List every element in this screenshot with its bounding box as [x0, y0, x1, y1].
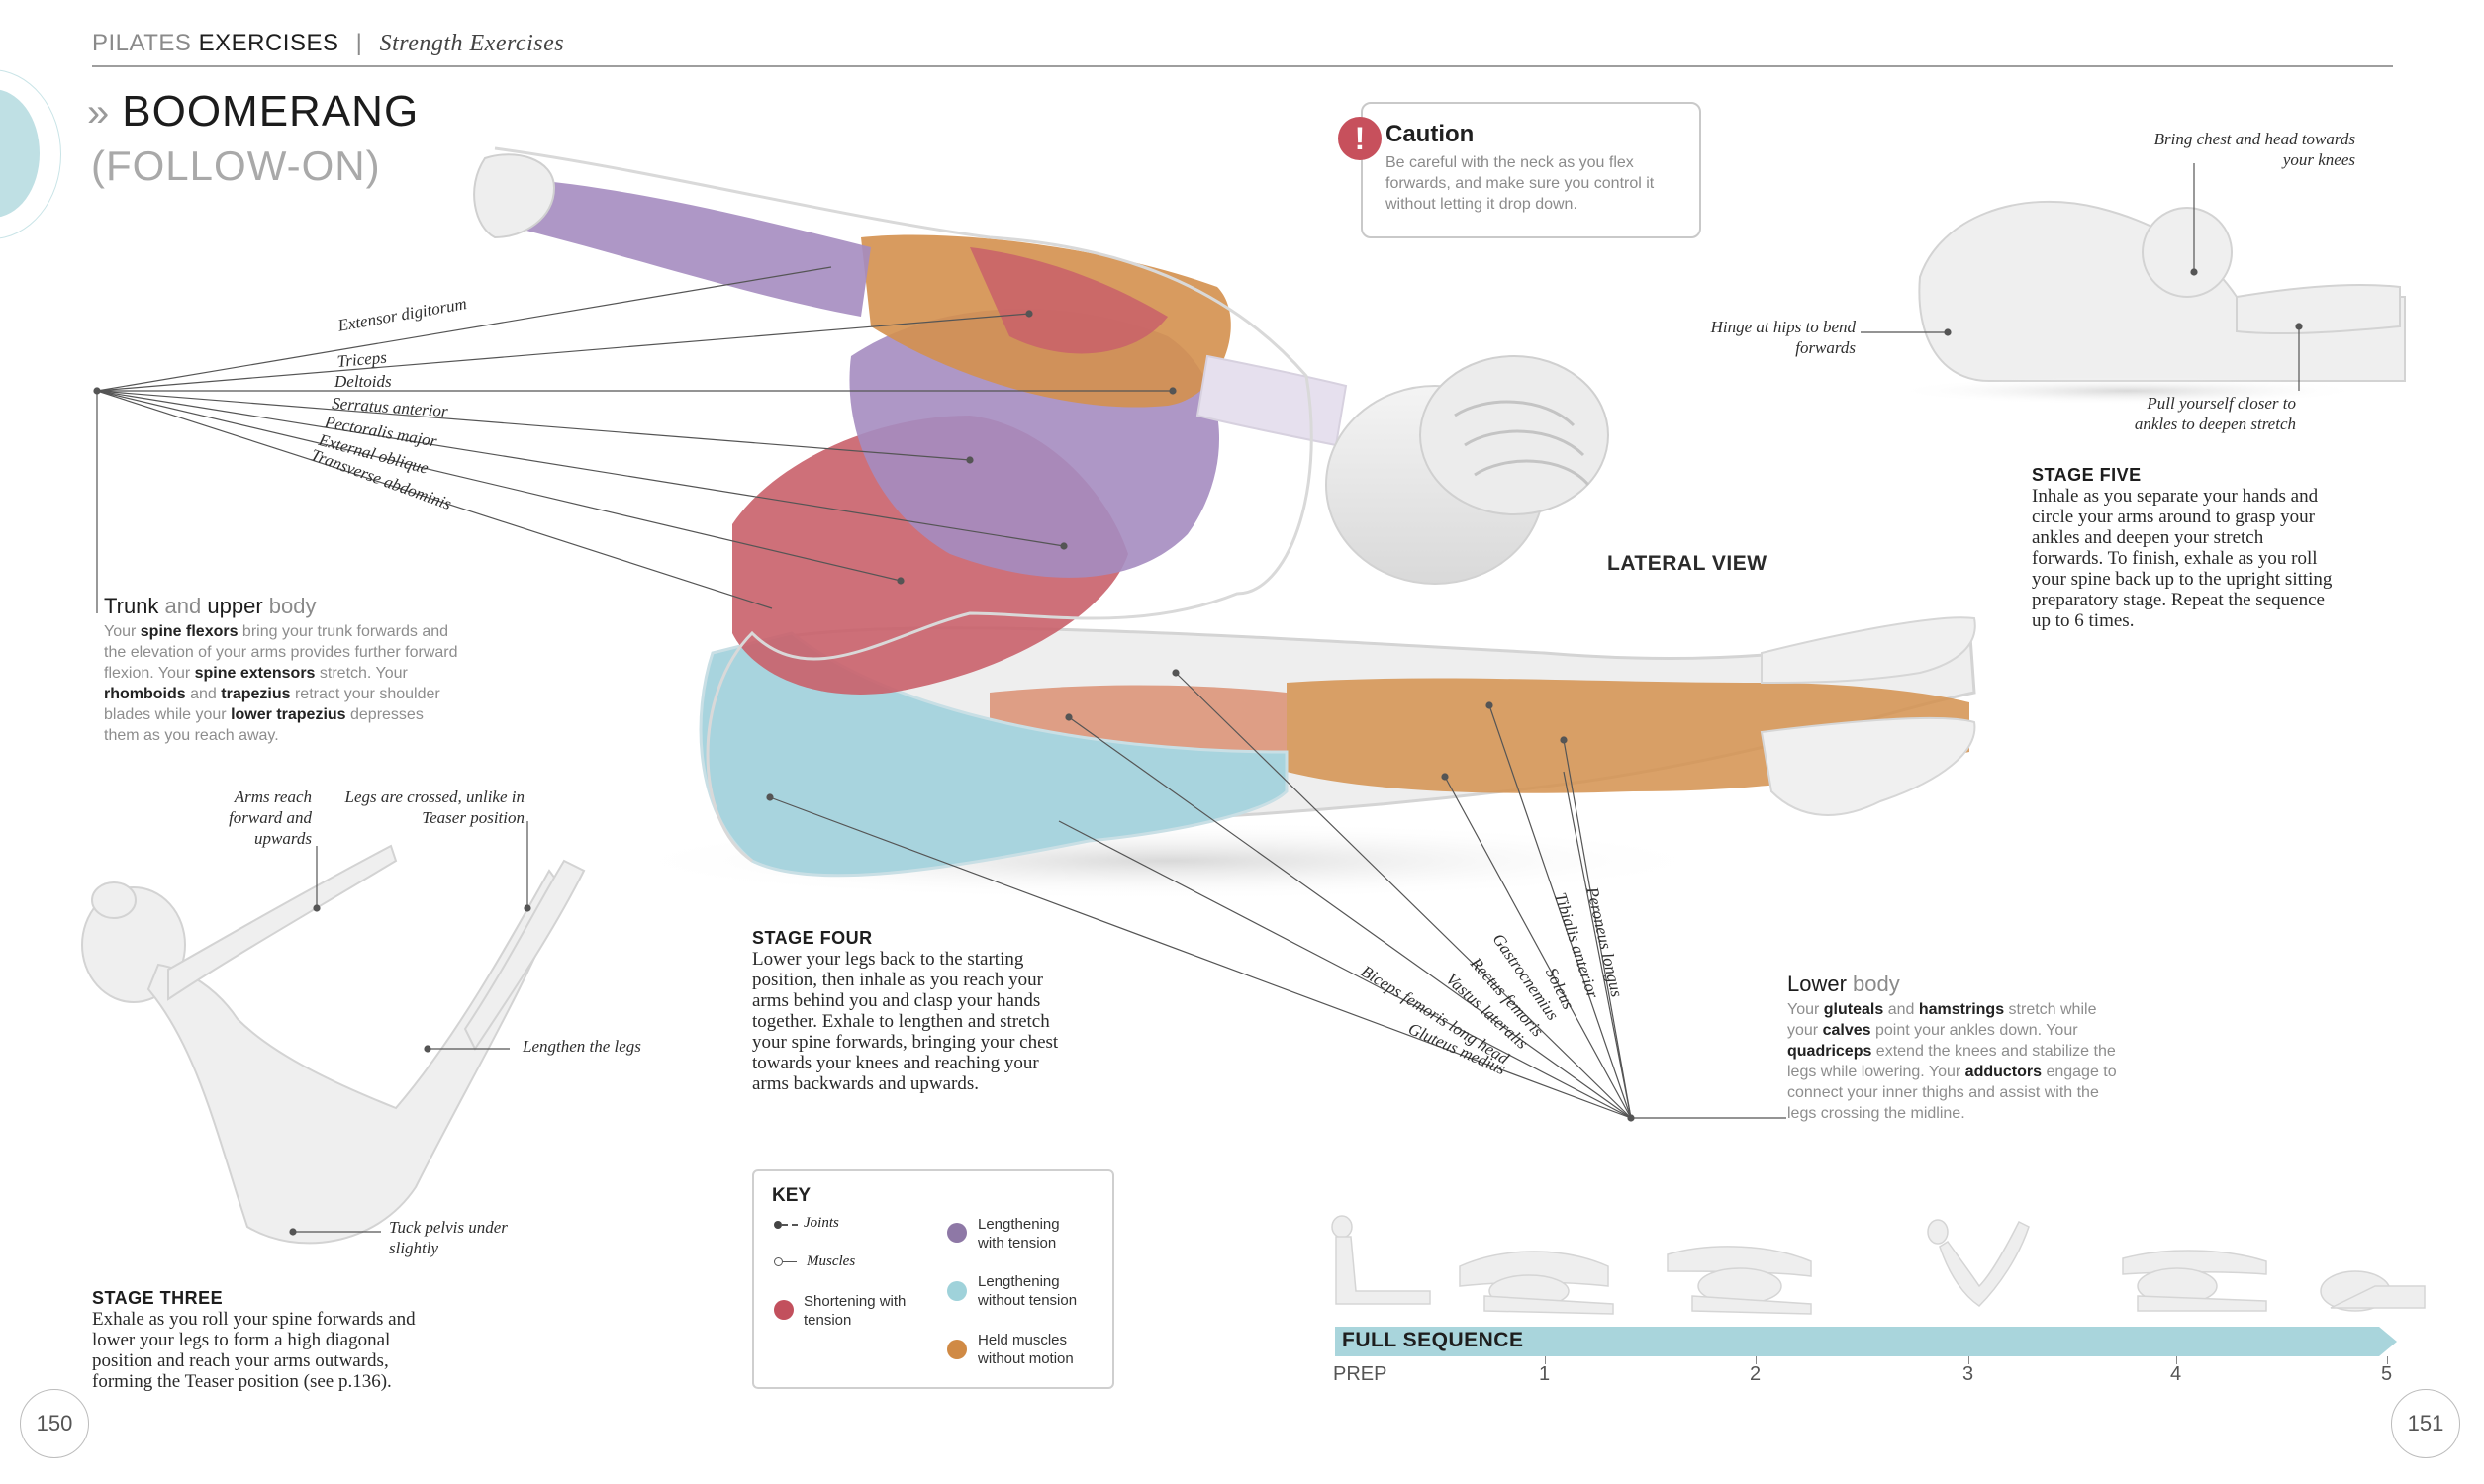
thumb-2	[1667, 1246, 1812, 1315]
tick	[2387, 1356, 2388, 1364]
swatch-held	[947, 1340, 967, 1359]
sequence-stage-1: 1	[1539, 1363, 1551, 1385]
tick	[1756, 1356, 1757, 1364]
sequence-title: FULL SEQUENCE	[1342, 1329, 1524, 1351]
sequence-stage-prep: PREP	[1333, 1363, 1387, 1385]
label-tuck-pelvis: Tuck pelvis under slightly	[389, 1218, 508, 1257]
header-section-bold: EXERCISES	[198, 30, 339, 56]
title-line1: BOOMERANG	[122, 87, 420, 136]
label-lengthen-legs: Lengthen the legs	[523, 1037, 641, 1056]
thumb-prep	[1331, 1215, 1431, 1305]
trunk-heading-d: body	[268, 594, 317, 618]
page-number-right: 151	[2391, 1389, 2460, 1458]
stage-five-title: STAGE FIVE	[2032, 465, 2142, 485]
swatch-lengthening-no-tension	[947, 1281, 967, 1301]
lower-heading: Lower body	[1787, 972, 1900, 997]
caution-title: Caution	[1385, 121, 1475, 147]
page-number-left: 150	[20, 1389, 89, 1458]
warning-icon: !	[1338, 117, 1382, 160]
key-joints: Joints	[804, 1215, 839, 1231]
stage-four-title: STAGE FOUR	[752, 928, 873, 948]
page-subtitle: (FOLLOW-ON)	[91, 142, 381, 189]
caution-box	[1361, 102, 1701, 238]
header-rule	[92, 65, 2393, 67]
muscle-line	[783, 1261, 797, 1262]
stage-five-figure	[1918, 200, 2406, 382]
legend-key	[752, 1169, 1114, 1389]
stage-three-figure	[81, 844, 586, 1245]
swatch-shortening	[774, 1300, 794, 1320]
trunk-heading-c: upper	[207, 594, 263, 618]
stage-five-text: Inhale as you separate your hands and ci…	[2032, 486, 2333, 631]
upper-leader-lines	[93, 266, 1177, 613]
key-lengthening-tension: Lengthening with tension	[978, 1216, 1060, 1252]
key-shortening: Shortening with tension	[804, 1293, 907, 1329]
joint-marker-icon	[774, 1221, 782, 1229]
caution-text: Be careful with the neck as you flex for…	[1385, 154, 1655, 213]
sequence-stage-2: 2	[1750, 1363, 1762, 1385]
lower-heading-a: Lower	[1787, 972, 1847, 996]
tick	[1545, 1356, 1546, 1364]
sequence-thumbnails	[1331, 1215, 2426, 1315]
label-arms-reach: Arms reach forward and upwards	[229, 788, 312, 848]
muscle-marker-icon	[774, 1257, 783, 1266]
label-deltoids: Deltoids	[334, 372, 392, 391]
trunk-heading-a: Trunk	[104, 594, 159, 618]
sequence-bar	[1335, 1327, 2379, 1356]
trunk-heading-b: and	[164, 594, 202, 618]
lower-heading-b: body	[1853, 972, 1900, 996]
stage-five-leaders	[1861, 163, 2303, 391]
label-pull-closer: Pull yourself closer to ankles to deepen…	[2134, 394, 2296, 433]
stage-three-leaders	[289, 821, 531, 1236]
thumb-3	[1927, 1219, 2030, 1307]
lower-body-text: Your gluteals and hamstrings stretch whi…	[1787, 1001, 2117, 1122]
main-figure	[473, 146, 1976, 878]
lower-leader-lines	[766, 669, 1786, 1122]
header-divider: |	[355, 30, 363, 56]
label-legs-crossed: Legs are crossed, unlike in Teaser posit…	[344, 788, 525, 827]
stage-three-title: STAGE THREE	[92, 1288, 224, 1308]
stage-four-text: Lower your legs back to the starting pos…	[752, 949, 1059, 1094]
thumb-5	[2320, 1270, 2426, 1312]
sequence-stage-5: 5	[2381, 1363, 2393, 1385]
thumb-1	[1459, 1251, 1614, 1315]
running-header: PILATES EXERCISES | Strength Exercises	[92, 30, 564, 57]
label-bring-chest: Bring chest and head towards your knees	[2153, 130, 2355, 169]
key-lengthening-no-tension: Lengthening without tension	[978, 1273, 1078, 1309]
sequence-stage-4: 4	[2170, 1363, 2182, 1385]
header-subtitle: Strength Exercises	[379, 31, 565, 56]
trunk-heading: Trunk and upper body	[104, 594, 317, 619]
chevron-icon: »	[87, 91, 111, 135]
swatch-lengthening-tension	[947, 1223, 967, 1243]
key-muscles: Muscles	[807, 1253, 856, 1269]
joint-line	[782, 1224, 798, 1226]
key-held: Held muscles without motion	[978, 1332, 1074, 1367]
label-hinge-hips: Hinge at hips to bend forwards	[1710, 318, 1856, 357]
page-title: »BOOMERANG	[87, 87, 419, 137]
sequence-arrow-icon	[2379, 1327, 2397, 1356]
trunk-body-text: Your spine flexors bring your trunk forw…	[104, 623, 458, 744]
sequence-stage-3: 3	[1962, 1363, 1974, 1385]
stage-three-text: Exhale as you roll your spine forwards a…	[92, 1309, 416, 1392]
thumb-4	[2122, 1250, 2267, 1312]
tick	[1968, 1356, 1969, 1364]
tick	[2176, 1356, 2177, 1364]
header-section-light: PILATES	[92, 30, 192, 56]
view-label: LATERAL VIEW	[1607, 552, 1767, 575]
key-title: KEY	[772, 1185, 812, 1206]
